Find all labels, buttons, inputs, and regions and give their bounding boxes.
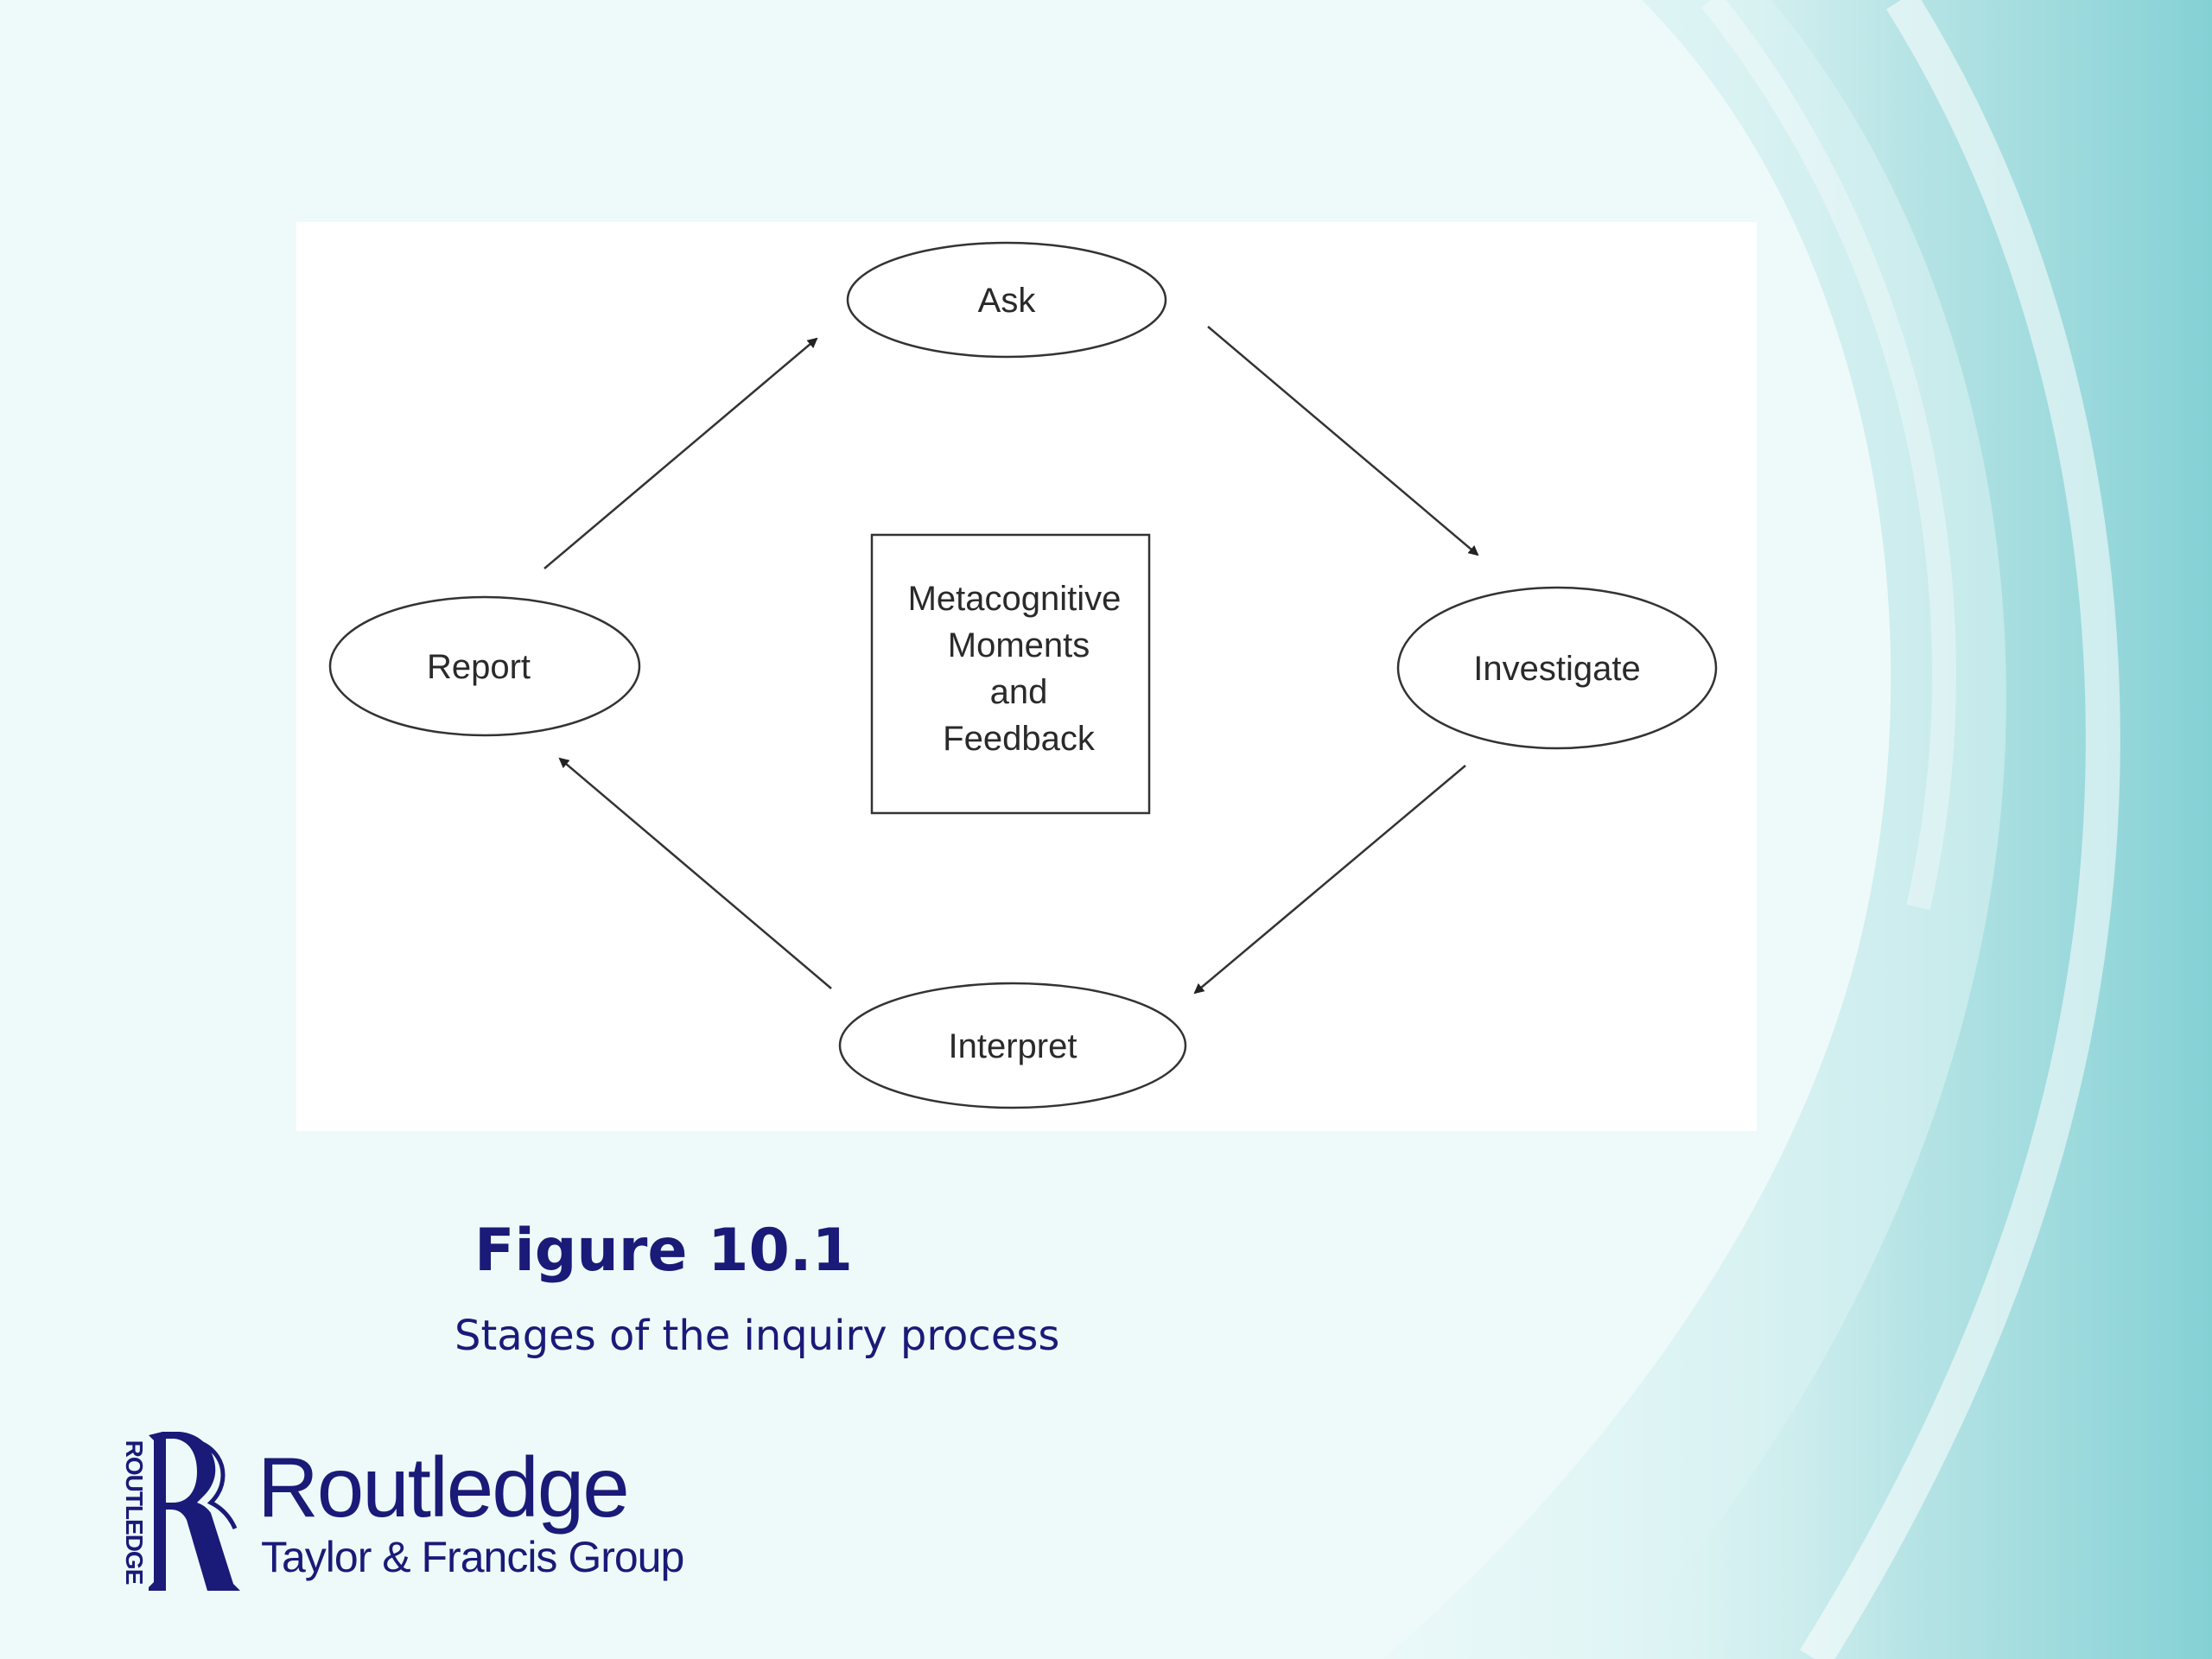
arrow-report-to-ask bbox=[543, 337, 818, 569]
figure-title: Figure 10.1 bbox=[474, 1217, 853, 1285]
arrow-investigate-to-interpret bbox=[1193, 765, 1466, 995]
diagram-panel: Ask Investigate Interpret Report Metacog… bbox=[296, 222, 1757, 1131]
center-box-line-4: Feedback bbox=[943, 720, 1096, 758]
center-box-line-1: Metacognitive bbox=[908, 580, 1122, 618]
node-ask-label: Ask bbox=[978, 282, 1037, 320]
routledge-logo: ROUTLEDGE Routledge Taylor & Francis Gro… bbox=[121, 1430, 726, 1603]
arrow-interpret-to-report bbox=[558, 757, 832, 989]
node-report: Report bbox=[328, 595, 641, 737]
center-box-line-3: and bbox=[990, 673, 1048, 711]
node-interpret: Interpret bbox=[838, 982, 1187, 1109]
logo-vertical-text: ROUTLEDGE bbox=[121, 1440, 148, 1585]
figure-caption: Stages of the inquiry process bbox=[454, 1312, 1060, 1360]
node-investigate-label: Investigate bbox=[1473, 650, 1640, 688]
center-box-line-2: Moments bbox=[948, 626, 1090, 664]
node-report-label: Report bbox=[427, 648, 531, 686]
center-box: Metacognitive Moments and Feedback bbox=[870, 533, 1151, 815]
logo-group: Taylor & Francis Group bbox=[261, 1533, 684, 1581]
node-interpret-label: Interpret bbox=[949, 1027, 1077, 1065]
logo-name: Routledge bbox=[257, 1440, 630, 1535]
logo-vertical-wordmark: ROUTLEDGE bbox=[121, 1430, 148, 1594]
node-investigate: Investigate bbox=[1396, 586, 1718, 750]
node-ask: Ask bbox=[846, 241, 1167, 359]
inquiry-cycle-diagram: Ask Investigate Interpret Report Metacog… bbox=[328, 241, 1718, 1109]
routledge-r-head-icon bbox=[149, 1432, 240, 1591]
arrow-ask-to-investigate bbox=[1207, 326, 1479, 556]
